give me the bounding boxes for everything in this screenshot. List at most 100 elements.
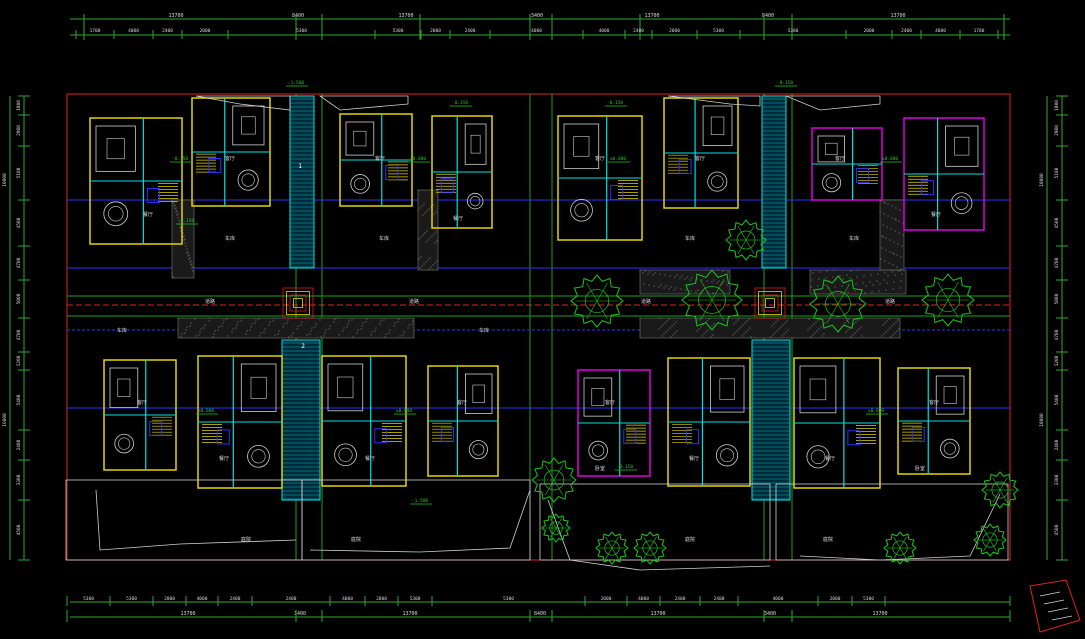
gravel-dot <box>323 335 325 337</box>
gravel-dot <box>900 268 902 270</box>
gravel-dot <box>893 241 895 243</box>
gravel-dot <box>857 319 859 321</box>
gravel-dot <box>699 317 701 319</box>
gravel-dot <box>658 286 660 288</box>
gravel-dot <box>329 325 331 327</box>
gravel-dot <box>191 263 193 265</box>
top-detail-dim-label: 1700 <box>974 28 985 34</box>
dwelling-unit <box>663 97 739 209</box>
bottom-detail-dim-label: 4000 <box>638 596 649 602</box>
road-crossing-marker <box>765 298 775 308</box>
gravel-dot <box>888 262 890 264</box>
gravel-dot <box>850 336 852 338</box>
bottom-detail-dim-label: 5300 <box>503 596 514 602</box>
tree-branch <box>745 239 755 255</box>
gravel-dot <box>703 333 705 335</box>
gravel-dot <box>781 335 783 337</box>
yard-label: 庭院 <box>241 536 251 543</box>
gravel-dot <box>288 336 290 338</box>
gravel-dot <box>172 276 174 278</box>
gravel-dot <box>811 325 813 327</box>
tree-branch <box>611 547 619 560</box>
tree-branch <box>553 464 564 481</box>
room-label: 客厅 <box>929 399 939 406</box>
gravel-dot <box>194 318 196 320</box>
gravel-dot <box>887 275 889 277</box>
north-arrow-hatch <box>1051 615 1073 621</box>
dining-table-icon <box>822 173 842 193</box>
gravel-dot <box>717 269 719 271</box>
gravel-dot <box>691 277 693 279</box>
gravel-dot <box>890 336 892 338</box>
gravel-dot <box>712 334 714 336</box>
gravel-dot <box>435 231 437 233</box>
gravel-dot <box>375 327 377 329</box>
gravel-dot <box>296 328 298 330</box>
gravel-dot <box>869 281 871 283</box>
tree-branch <box>837 284 850 305</box>
central-stair-strip <box>281 339 321 501</box>
dining-table-icon <box>470 196 481 207</box>
north-arrow-hatch <box>1039 591 1061 597</box>
gravel-dot <box>325 329 327 331</box>
gravel-dot <box>670 286 672 288</box>
gravel-dot <box>702 324 704 326</box>
gravel-dot <box>310 330 312 332</box>
dwelling-unit <box>427 365 499 477</box>
tree-icon <box>681 269 743 331</box>
gravel-dot <box>814 332 816 334</box>
gravel-dot <box>292 332 294 334</box>
right-total-dim-label: 18000 <box>1039 173 1045 187</box>
bathroom-fixture-icon <box>911 426 925 442</box>
gravel-dot <box>887 329 889 331</box>
gravel-dot <box>809 269 811 271</box>
tree-icon <box>725 219 767 261</box>
north-arrow-frame <box>1029 579 1081 633</box>
gravel-dot <box>898 270 900 272</box>
gravel-dot <box>845 331 847 333</box>
left-dim-label: 5000 <box>16 293 22 304</box>
left-dim-label: 4700 <box>16 329 22 340</box>
gravel-dot <box>669 327 671 329</box>
tree-icon <box>981 471 1019 509</box>
gravel-dot <box>673 289 675 291</box>
gravel-dot <box>686 276 688 278</box>
dwelling-unit <box>431 115 493 229</box>
coffee-table-icon <box>472 384 485 403</box>
dining-table-icon <box>118 437 131 450</box>
gravel-dot <box>676 330 678 332</box>
gravel-dot <box>218 326 220 328</box>
tree-branch <box>893 547 901 560</box>
tree-branch <box>899 536 907 549</box>
gravel-dot <box>365 321 367 323</box>
gravel-dot <box>891 217 893 219</box>
bottom-detail-dim-label: 2000 <box>164 596 175 602</box>
gravel-dot <box>690 290 692 292</box>
gravel-dot <box>362 322 364 324</box>
tree-icon <box>973 523 1007 557</box>
gravel-dot <box>282 326 284 328</box>
gravel-dot <box>819 317 821 319</box>
gravel-dot <box>892 264 894 266</box>
gravel-dot <box>184 242 186 244</box>
left-dim-label: 2900 <box>16 125 22 136</box>
tree-branch <box>737 239 747 255</box>
gravel-dot <box>188 254 190 256</box>
gravel-dot <box>832 276 834 278</box>
gravel-dot <box>726 284 728 286</box>
gravel-dot <box>889 251 891 253</box>
gravel-dot <box>735 321 737 323</box>
gravel-dot <box>223 319 225 321</box>
central-stair-strip <box>761 95 787 269</box>
gravel-dot <box>189 261 191 263</box>
gravel-dot <box>421 205 423 207</box>
gravel-dot <box>826 270 828 272</box>
tree-branch <box>550 518 557 529</box>
gravel-dot <box>681 275 683 277</box>
gravel-dot <box>659 273 661 275</box>
gravel-dot <box>879 211 881 213</box>
gravel-dot <box>277 333 279 335</box>
gravel-dot <box>841 285 843 287</box>
gravel-dot <box>249 329 251 331</box>
gravel-dot <box>712 292 714 294</box>
